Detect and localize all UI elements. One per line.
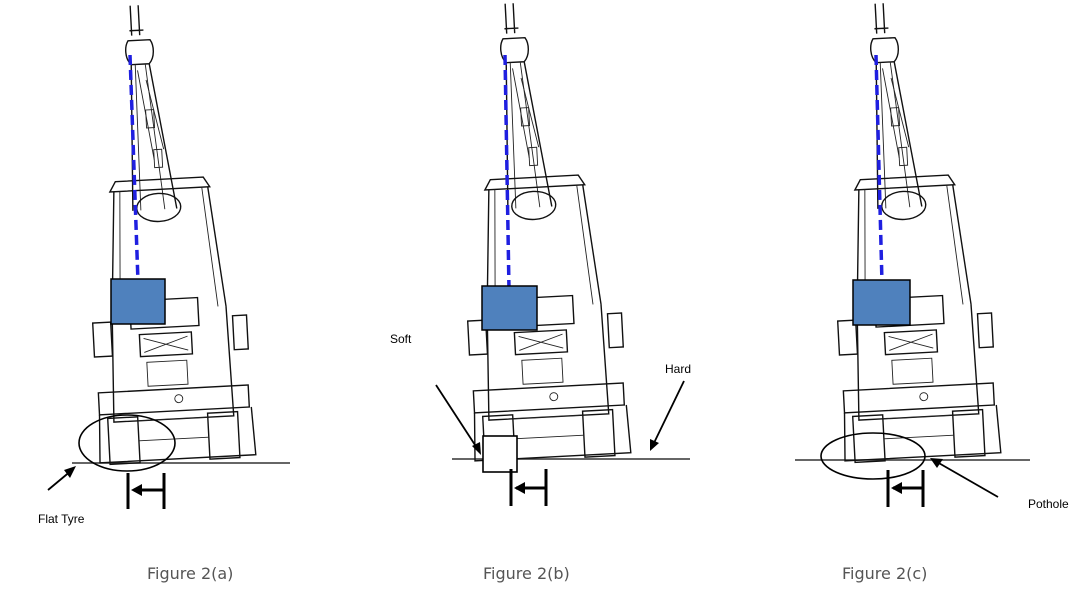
load-box — [481, 285, 538, 331]
forklift-drawing — [820, 0, 1002, 464]
forklift-drawing — [450, 0, 632, 464]
pothole-arrowhead — [930, 458, 943, 468]
sunk-wheel — [482, 435, 518, 473]
flat-tyre-arrowhead — [64, 466, 76, 478]
displacement-indicator — [509, 469, 548, 506]
caption-figure-2b: Figure 2(b) — [483, 564, 570, 583]
load-box — [110, 278, 166, 325]
centre-of-gravity-line — [128, 54, 140, 283]
label-soft: Soft — [390, 332, 412, 346]
figure-2a: Flat Tyre Figure 2(a) — [38, 0, 290, 583]
label-flat-tyre: Flat Tyre — [38, 512, 85, 526]
label-pothole: Pothole — [1028, 497, 1069, 511]
soft-arrow — [435, 384, 478, 449]
forklift-drawing — [75, 0, 257, 466]
figure-2b: Soft Hard Figure 2(b) — [390, 0, 691, 583]
soft-arrowhead — [472, 442, 481, 455]
displacement-indicator — [886, 470, 925, 507]
label-hard: Hard — [665, 362, 691, 376]
centre-of-gravity-line — [503, 54, 511, 291]
hard-arrowhead — [650, 439, 659, 451]
flat-tyre-highlight — [78, 414, 176, 472]
caption-figure-2a: Figure 2(a) — [147, 564, 233, 583]
figure-2c: Pothole Figure 2(c) — [795, 0, 1069, 583]
displacement-indicator — [126, 473, 166, 509]
hard-arrow — [652, 380, 685, 446]
pothole-arrow — [936, 461, 999, 498]
caption-figure-2c: Figure 2(c) — [842, 564, 927, 583]
centre-of-gravity-line — [874, 54, 884, 284]
load-box — [852, 279, 911, 326]
pothole-highlight — [820, 432, 926, 480]
